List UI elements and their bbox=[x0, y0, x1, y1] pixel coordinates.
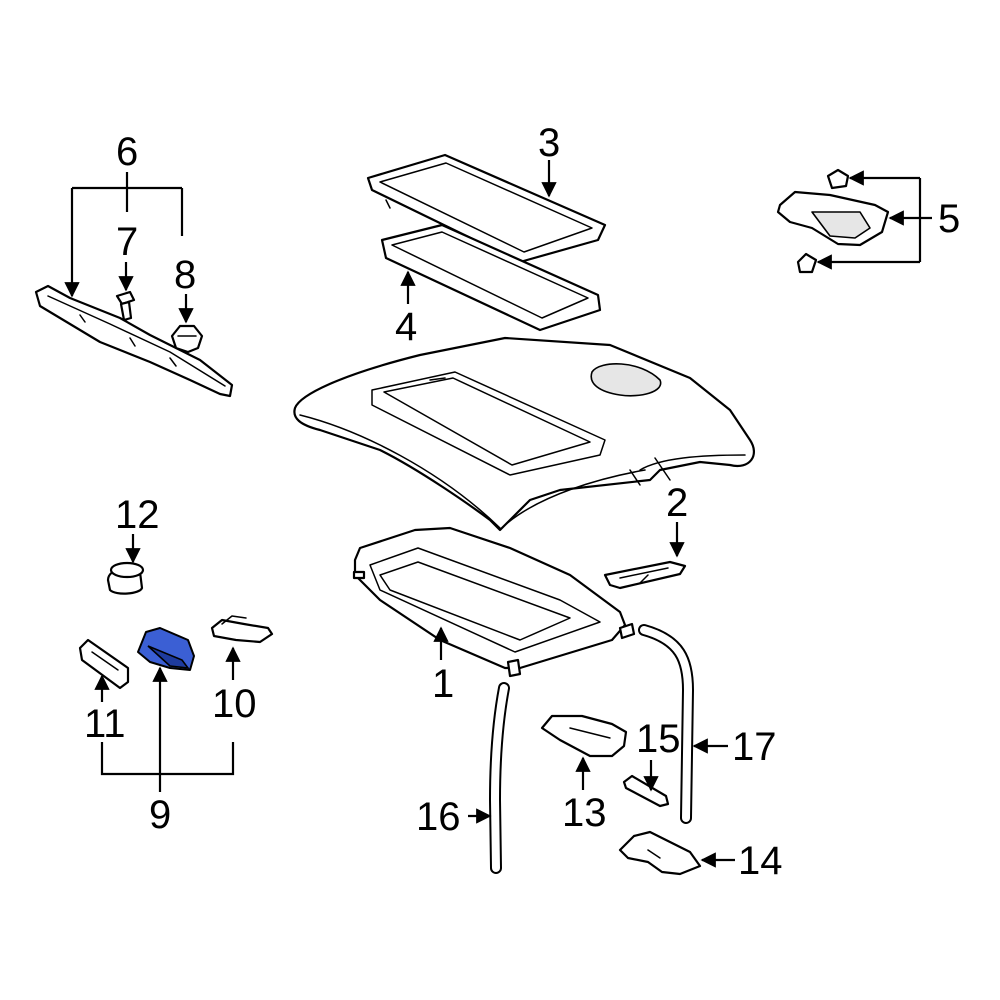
visor-holder-highlighted[interactable] bbox=[137, 627, 195, 671]
link-strap[interactable] bbox=[622, 774, 670, 808]
callout-15: 15 bbox=[636, 717, 681, 761]
lower-bracket[interactable] bbox=[618, 830, 702, 876]
sunroof-housing[interactable] bbox=[352, 526, 636, 678]
handle-assembly[interactable] bbox=[776, 168, 890, 274]
callout-10: 10 bbox=[212, 682, 257, 726]
callout-1: 1 bbox=[432, 662, 454, 706]
leader-lines bbox=[64, 160, 932, 868]
glass-weatherstrip[interactable] bbox=[380, 223, 602, 332]
callout-7: 7 bbox=[116, 220, 138, 264]
callout-16: 16 bbox=[416, 795, 461, 839]
clip[interactable] bbox=[170, 324, 204, 354]
callout-8: 8 bbox=[174, 253, 196, 297]
mount-bracket[interactable] bbox=[540, 714, 628, 758]
callout-4: 4 bbox=[395, 305, 417, 349]
callout-12: 12 bbox=[115, 493, 160, 537]
callout-3: 3 bbox=[538, 121, 560, 165]
callout-5: 5 bbox=[938, 197, 960, 241]
callout-6: 6 bbox=[116, 130, 138, 174]
callout-labels: 1 2 3 4 5 6 7 8 9 10 11 12 13 14 15 16 1… bbox=[84, 121, 960, 883]
callout-17: 17 bbox=[732, 725, 777, 769]
cover-plate[interactable] bbox=[78, 638, 130, 690]
drain-hose-right[interactable] bbox=[638, 624, 695, 824]
plug[interactable] bbox=[106, 561, 145, 595]
retainer-strip[interactable] bbox=[34, 284, 234, 398]
rail-bracket[interactable] bbox=[603, 560, 687, 590]
drain-hose-left[interactable] bbox=[488, 682, 510, 874]
callout-13: 13 bbox=[562, 791, 607, 835]
callout-11: 11 bbox=[84, 702, 126, 746]
screw[interactable] bbox=[115, 290, 136, 322]
roof-headliner bbox=[293, 336, 755, 532]
holder-clip[interactable] bbox=[210, 615, 274, 644]
callout-14: 14 bbox=[738, 839, 783, 883]
callout-2: 2 bbox=[666, 481, 688, 525]
callout-9: 9 bbox=[149, 793, 171, 837]
